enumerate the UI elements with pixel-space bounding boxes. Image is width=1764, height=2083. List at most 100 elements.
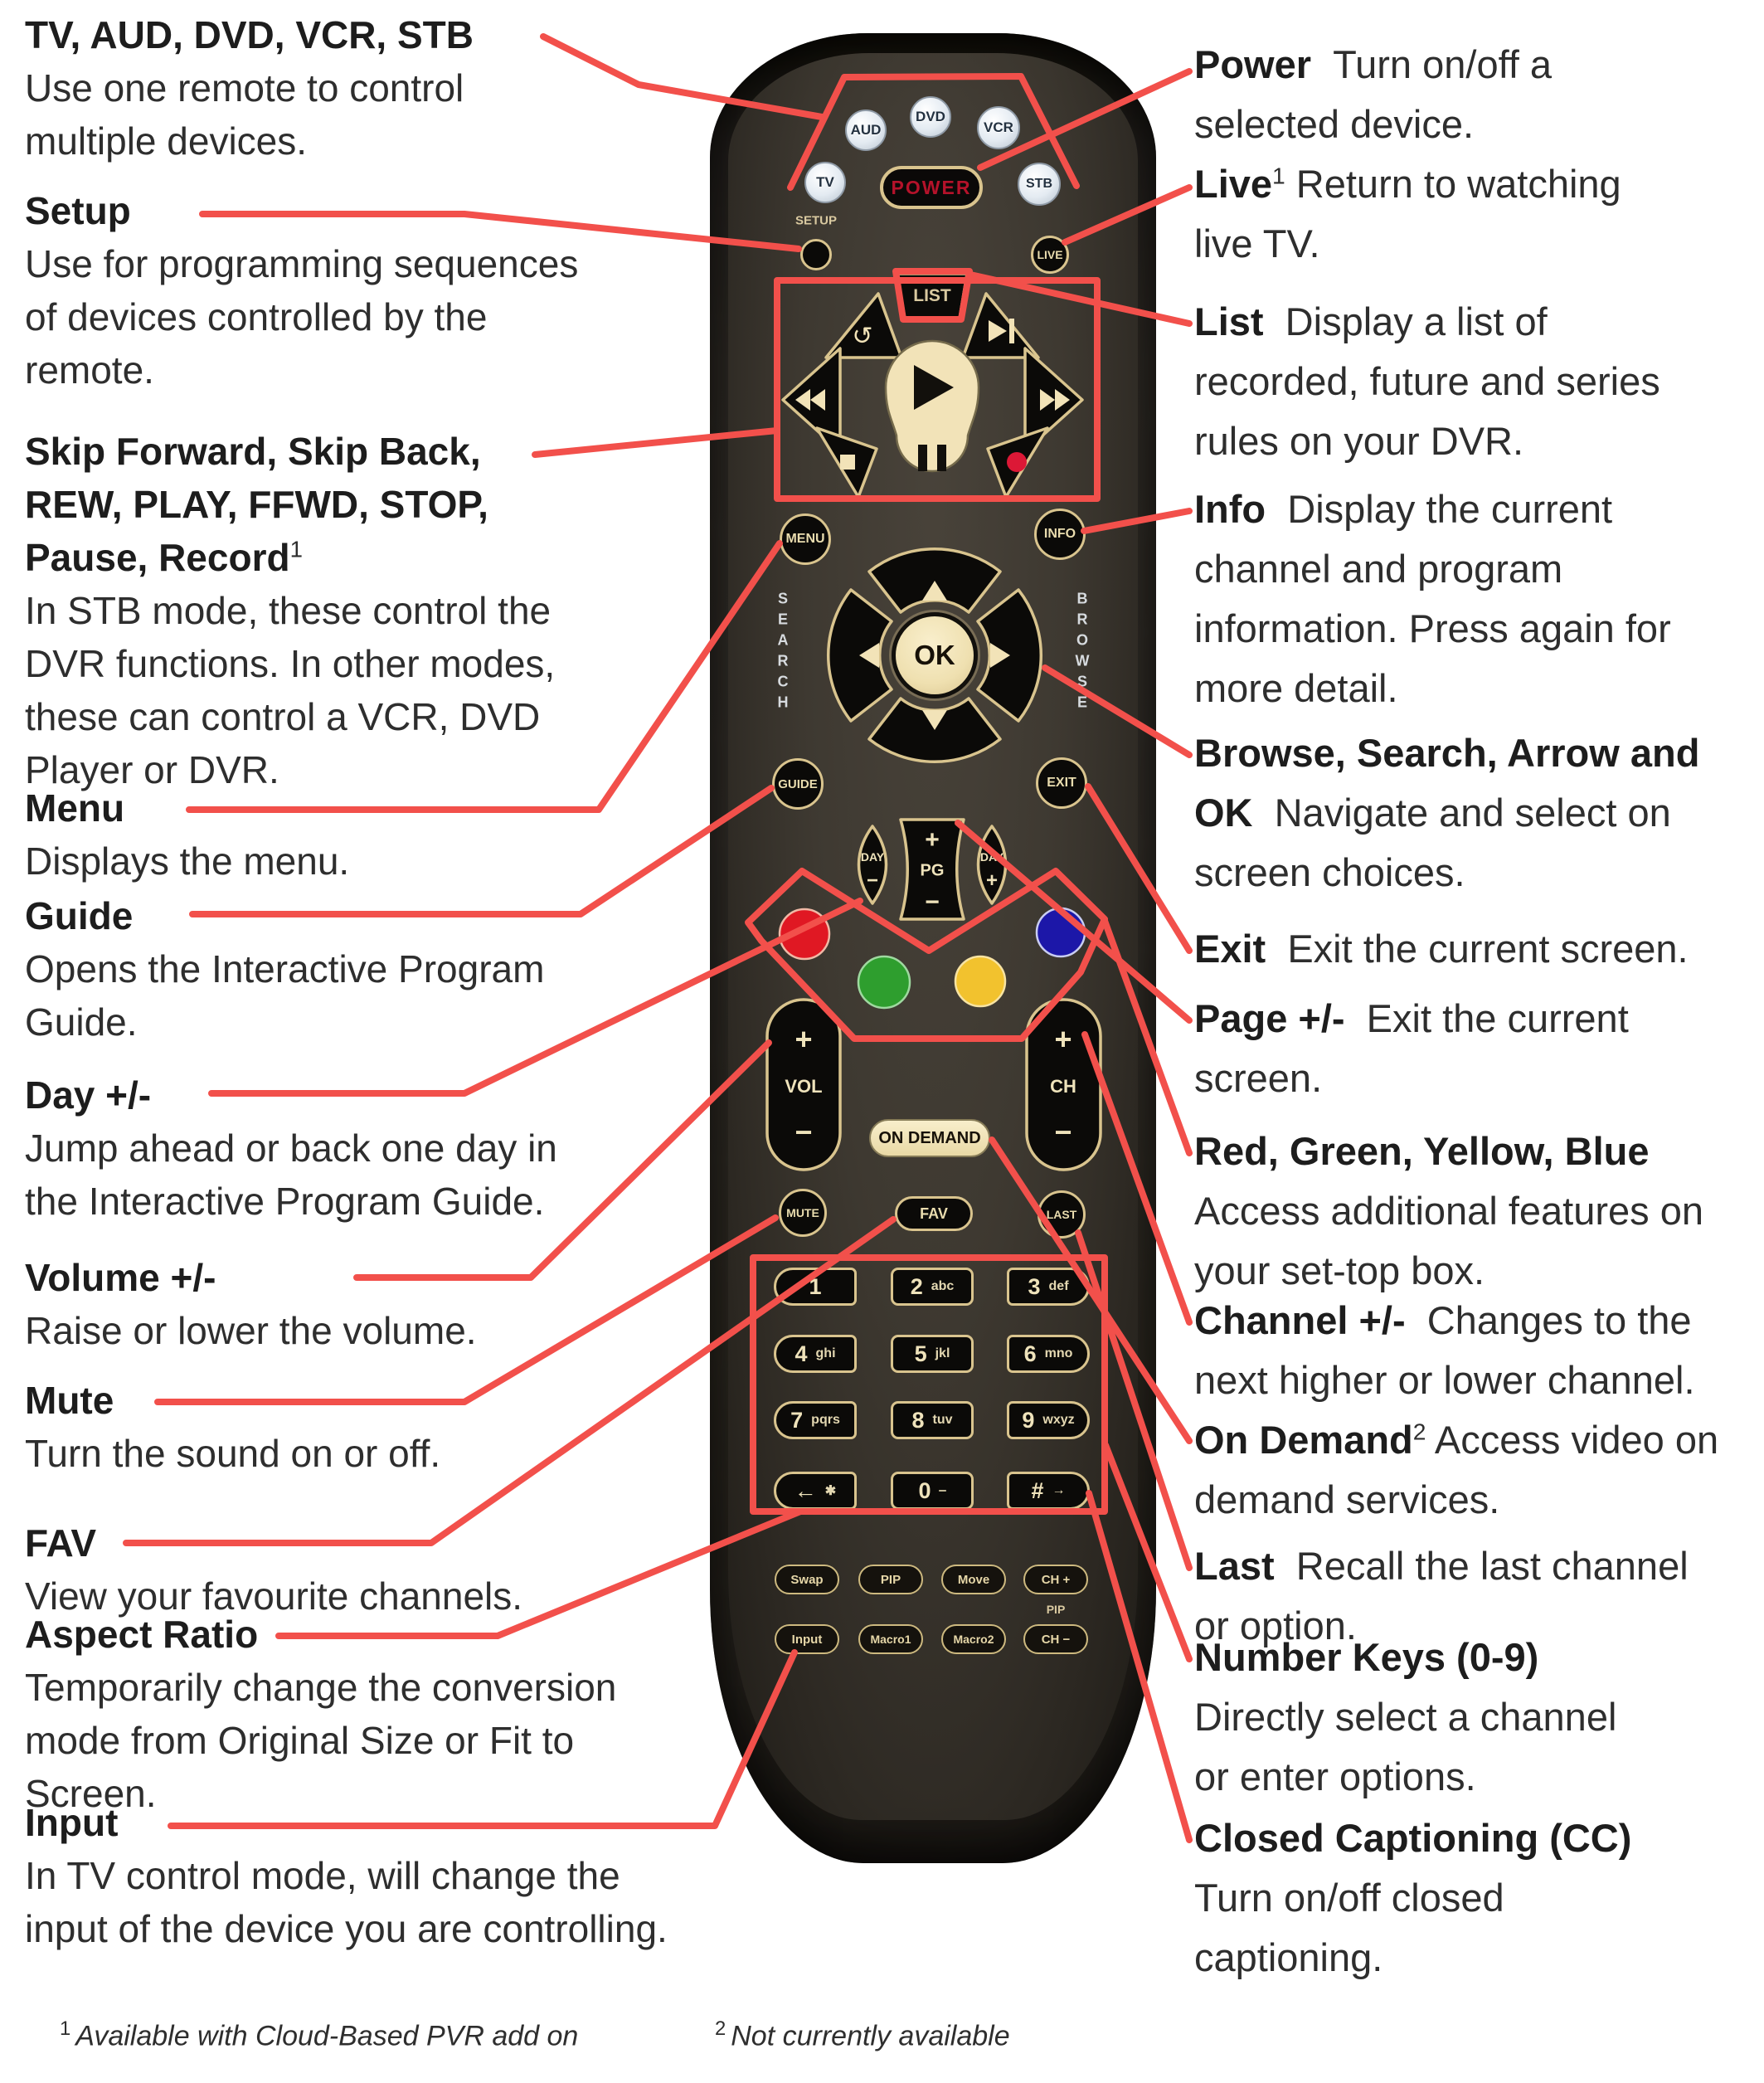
key-0[interactable]: 0⎯	[891, 1472, 974, 1510]
text-line: Use for programming sequences	[25, 242, 579, 285]
text-line: Turn the sound on or off.	[25, 1432, 441, 1475]
text-line: TV, AUD, DVD, VCR, STB	[25, 13, 474, 56]
pip-button[interactable]: PIP	[858, 1565, 923, 1594]
device-vcr-button[interactable]: VCR	[977, 106, 1020, 149]
macro2-button[interactable]: Macro2	[941, 1624, 1006, 1654]
live-button[interactable]: LIVE	[1031, 236, 1069, 274]
ch-plus-pip-button[interactable]: CH +	[1023, 1565, 1088, 1594]
vol-rocker-label[interactable]: −	[795, 1115, 813, 1149]
day-minus-key-label[interactable]: −	[866, 869, 879, 892]
pg-key-label[interactable]: PG	[920, 861, 945, 880]
text-line: DVR functions. In other modes,	[25, 642, 556, 685]
ch-rocker-label[interactable]: +	[1054, 1022, 1072, 1056]
key-cc[interactable]: #→	[1007, 1472, 1090, 1510]
day-minus-key-label[interactable]: DAY	[860, 850, 885, 864]
text-line: Skip Forward, Skip Back,	[25, 430, 481, 473]
guide-button[interactable]: GUIDE	[772, 758, 824, 810]
text-line: screen choices.	[1194, 850, 1465, 894]
search-label: H	[777, 694, 789, 711]
ch-rocker-label[interactable]: −	[1054, 1115, 1072, 1149]
callout-text-live: Live1 Return to watching live TV.	[1194, 154, 1621, 274]
browse-label: O	[1076, 631, 1089, 649]
device-stb-button[interactable]: STB	[1018, 163, 1061, 206]
vol-rocker-label[interactable]: VOL	[785, 1076, 823, 1097]
text-line: List Display a list of	[1194, 299, 1548, 343]
text-line: screen.	[1194, 1056, 1323, 1100]
text-line: information. Press again for	[1194, 606, 1671, 650]
text-line: Number Keys (0-9)	[1194, 1635, 1539, 1679]
callout-text-exit: Exit Exit the current screen.	[1194, 919, 1689, 979]
text-line: input of the device you are controlling.	[25, 1907, 668, 1950]
text-line: the Interactive Program Guide.	[25, 1180, 545, 1223]
text-line: Pause, Record1	[25, 536, 303, 579]
ch-minus-pip-button[interactable]: CH −	[1023, 1624, 1088, 1654]
key-aspect-ratio[interactable]: ←✱	[774, 1472, 857, 1510]
setup-button[interactable]	[800, 239, 832, 270]
text-line: Live1 Return to watching	[1194, 162, 1621, 206]
day-plus-key-label[interactable]: DAY	[979, 850, 1004, 864]
text-line: these can control a VCR, DVD	[25, 695, 541, 738]
text-line: Directly select a channel	[1194, 1695, 1617, 1739]
text-line: Power Turn on/off a	[1194, 42, 1553, 86]
last-button[interactable]: LAST	[1038, 1190, 1086, 1239]
power-button[interactable]: POWER	[880, 166, 983, 209]
text-line: live TV.	[1194, 221, 1320, 265]
setup-label: SETUP	[795, 213, 838, 228]
text-line: Mute	[25, 1379, 114, 1422]
text-line: Guide	[25, 894, 134, 937]
text-line: or option.	[1194, 1604, 1357, 1647]
device-tv-button[interactable]: TV	[804, 162, 846, 203]
macro1-button[interactable]: Macro1	[858, 1624, 923, 1654]
key-1[interactable]: 1	[774, 1268, 857, 1306]
fav-button[interactable]: FAV	[895, 1196, 973, 1231]
text-line: captioning.	[1194, 1935, 1383, 1979]
move-button[interactable]: Move	[941, 1565, 1006, 1594]
device-aud-button[interactable]: AUD	[845, 110, 887, 151]
text-line: OK Navigate and select on	[1194, 791, 1671, 835]
day-plus-key-label[interactable]: +	[985, 869, 999, 892]
text-line: next higher or lower channel.	[1194, 1358, 1695, 1402]
device-dvd-button[interactable]: DVD	[910, 96, 951, 138]
vol-rocker-label[interactable]: +	[795, 1022, 813, 1056]
info-button[interactable]: INFO	[1034, 509, 1086, 560]
input-button[interactable]: Input	[775, 1624, 839, 1654]
pip-sub-label: PIP	[1046, 1603, 1066, 1616]
text-line: Player or DVR.	[25, 748, 279, 791]
on-demand-button[interactable]: ON DEMAND	[869, 1119, 990, 1157]
swap-button[interactable]: Swap	[775, 1565, 839, 1594]
pg-key-label[interactable]: −	[925, 888, 940, 916]
callout-text-list: List Display a list of recorded, future a…	[1194, 292, 1660, 471]
text-line: Menu	[25, 786, 125, 830]
text-line: Raise or lower the volume.	[25, 1309, 477, 1352]
text-line: FAV	[25, 1521, 97, 1565]
exit-button[interactable]: EXIT	[1036, 757, 1087, 809]
text-line: multiple devices.	[25, 119, 308, 163]
pg-key-label[interactable]: +	[925, 826, 940, 854]
mute-button[interactable]: MUTE	[779, 1189, 827, 1237]
menu-button[interactable]: MENU	[780, 513, 831, 565]
text-line: Temporarily change the conversion	[25, 1666, 617, 1709]
ok-button[interactable]: OK	[892, 612, 978, 698]
text-line: recorded, future and series	[1194, 359, 1660, 403]
ch-rocker-label[interactable]: CH	[1050, 1076, 1076, 1097]
